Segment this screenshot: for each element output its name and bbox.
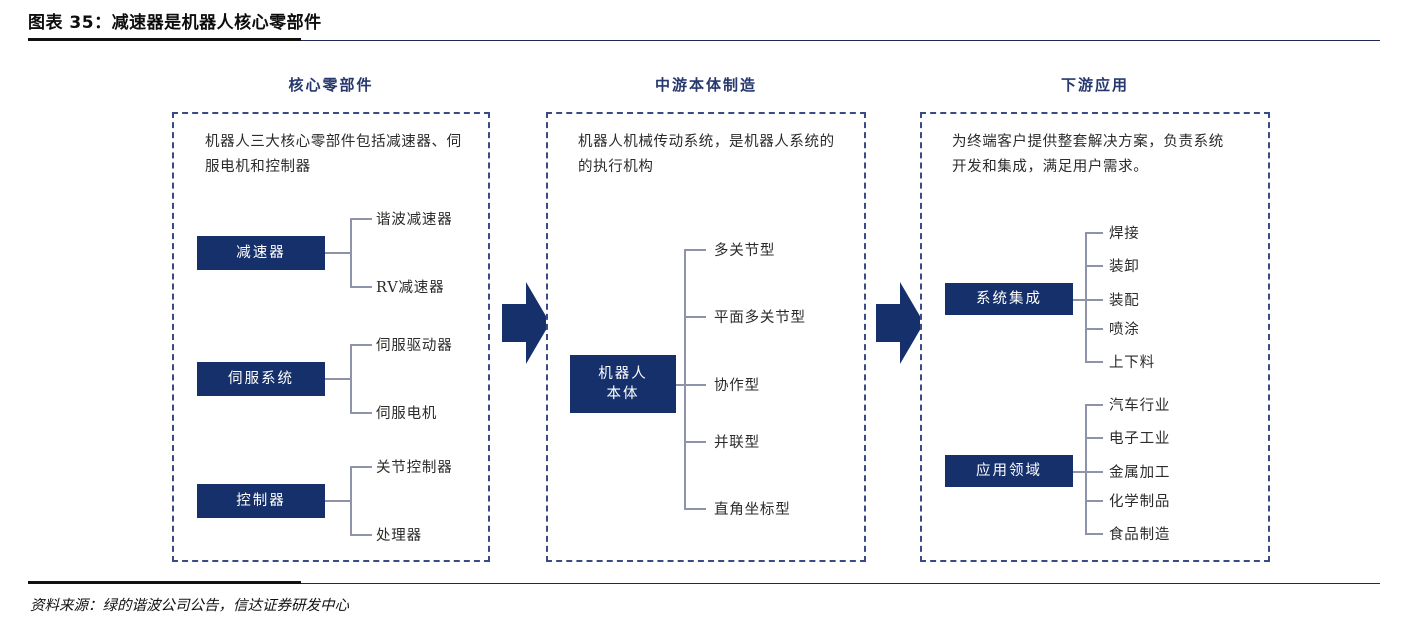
connector-sifu-branch-1 — [350, 412, 372, 414]
connector-benti-branch-4 — [684, 508, 706, 510]
leaf-jicheng-0[interactable]: 焊接 — [1109, 226, 1140, 242]
connector-benti-spine — [684, 249, 686, 509]
connector-lingyu-branch-1 — [1085, 437, 1103, 439]
connector-sifu-stem — [325, 378, 350, 380]
leaf-sifu-1[interactable]: 伺服电机 — [376, 406, 438, 422]
leaf-lingyu-2[interactable]: 金属加工 — [1109, 465, 1171, 481]
leaf-lingyu-0[interactable]: 汽车行业 — [1109, 398, 1171, 414]
connector-jicheng-branch-4 — [1085, 361, 1103, 363]
connector-jicheng-branch-0 — [1085, 232, 1103, 234]
connector-benti-branch-3 — [684, 441, 706, 443]
panel-downstream — [920, 112, 1270, 562]
connector-jiansuqi-branch-0 — [350, 218, 372, 220]
column-heading-upstream: 核心零部件 — [288, 76, 374, 94]
connector-jiansuqi-stem — [325, 252, 350, 254]
leaf-lingyu-1[interactable]: 电子工业 — [1109, 431, 1171, 447]
connector-lingyu-branch-0 — [1085, 404, 1103, 406]
page-title: 图表 35：减速器是机器人核心零部件 — [28, 13, 322, 33]
connector-benti-branch-1 — [684, 316, 706, 318]
leaf-benti-1[interactable]: 平面多关节型 — [714, 310, 806, 326]
leaf-lingyu-4[interactable]: 食品制造 — [1109, 527, 1171, 543]
connector-lingyu-spine — [1085, 404, 1087, 533]
connector-jicheng-branch-3 — [1085, 328, 1103, 330]
leaf-benti-0[interactable]: 多关节型 — [714, 243, 776, 259]
leaf-benti-2[interactable]: 协作型 — [714, 378, 760, 394]
connector-sifu-branch-0 — [350, 344, 372, 346]
leaf-benti-4[interactable]: 直角坐标型 — [714, 502, 791, 518]
panel-downstream-description: 为终端客户提供整套解决方案，负责系统开发和集成，满足用户需求。 — [952, 134, 1224, 175]
panel-upstream-description: 机器人三大核心零部件包括减速器、伺服电机和控制器 — [205, 134, 462, 175]
leaf-jiansuqi-1[interactable]: RV减速器 — [376, 280, 445, 296]
connector-lingyu-stem — [1073, 471, 1095, 473]
connector-jicheng-branch-1 — [1085, 265, 1103, 267]
leaf-benti-3[interactable]: 并联型 — [714, 435, 760, 451]
leaf-lingyu-3[interactable]: 化学制品 — [1109, 494, 1171, 510]
footer-rule-accent — [28, 581, 301, 584]
arrow-upstream-to-midstream — [498, 278, 552, 368]
node-sifu-xitong[interactable]: 伺服系统 — [197, 362, 325, 396]
connector-lingyu-branch-4 — [1085, 533, 1103, 535]
connector-kongzhiqi-branch-0 — [350, 466, 372, 468]
leaf-jiansuqi-0[interactable]: 谐波减速器 — [376, 212, 453, 228]
connector-sifu-spine — [350, 344, 352, 412]
node-jiqiren-benti-line1: 机器人 — [598, 366, 648, 382]
node-jiansuqi[interactable]: 减速器 — [197, 236, 325, 270]
leaf-sifu-0[interactable]: 伺服驱动器 — [376, 338, 453, 354]
title-rule — [28, 40, 1380, 41]
connector-jiansuqi-spine — [350, 218, 352, 286]
node-yingyong-lingyu[interactable]: 应用领域 — [945, 455, 1073, 487]
leaf-kongzhiqi-0[interactable]: 关节控制器 — [376, 460, 453, 476]
node-jiqiren-benti[interactable]: 机器人 本体 — [570, 355, 676, 413]
node-kongzhiqi[interactable]: 控制器 — [197, 484, 325, 518]
title-rule-accent — [28, 38, 301, 41]
panel-midstream — [546, 112, 866, 562]
connector-jicheng-stem — [1073, 299, 1095, 301]
node-xitong-jicheng[interactable]: 系统集成 — [945, 283, 1073, 315]
connector-jicheng-spine — [1085, 232, 1087, 361]
connector-lingyu-branch-3 — [1085, 500, 1103, 502]
connector-kongzhiqi-spine — [350, 466, 352, 534]
leaf-jicheng-3[interactable]: 喷涂 — [1109, 322, 1140, 338]
column-heading-midstream: 中游本体制造 — [654, 76, 757, 94]
connector-benti-branch-0 — [684, 249, 706, 251]
leaf-jicheng-1[interactable]: 装卸 — [1109, 259, 1140, 275]
footer-rule — [28, 583, 1380, 584]
leaf-kongzhiqi-1[interactable]: 处理器 — [376, 528, 422, 544]
connector-kongzhiqi-stem — [325, 500, 350, 502]
leaf-jicheng-2[interactable]: 装配 — [1109, 293, 1140, 309]
panel-midstream-description: 机器人机械传动系统，是机器人系统的的执行机构 — [578, 134, 835, 175]
connector-kongzhiqi-branch-1 — [350, 534, 372, 536]
connector-lingyu-branch-2 — [1085, 471, 1103, 473]
leaf-jicheng-4[interactable]: 上下料 — [1109, 355, 1155, 371]
node-jiqiren-benti-line2: 本体 — [606, 386, 640, 402]
arrow-midstream-to-downstream — [872, 278, 926, 368]
source-note: 资料来源：绿的谐波公司公告，信达证券研发中心 — [30, 598, 349, 614]
connector-jicheng-branch-2 — [1085, 299, 1103, 301]
connector-benti-branch-2 — [684, 384, 706, 386]
connector-jiansuqi-branch-1 — [350, 286, 372, 288]
column-heading-downstream: 下游应用 — [1060, 76, 1129, 94]
